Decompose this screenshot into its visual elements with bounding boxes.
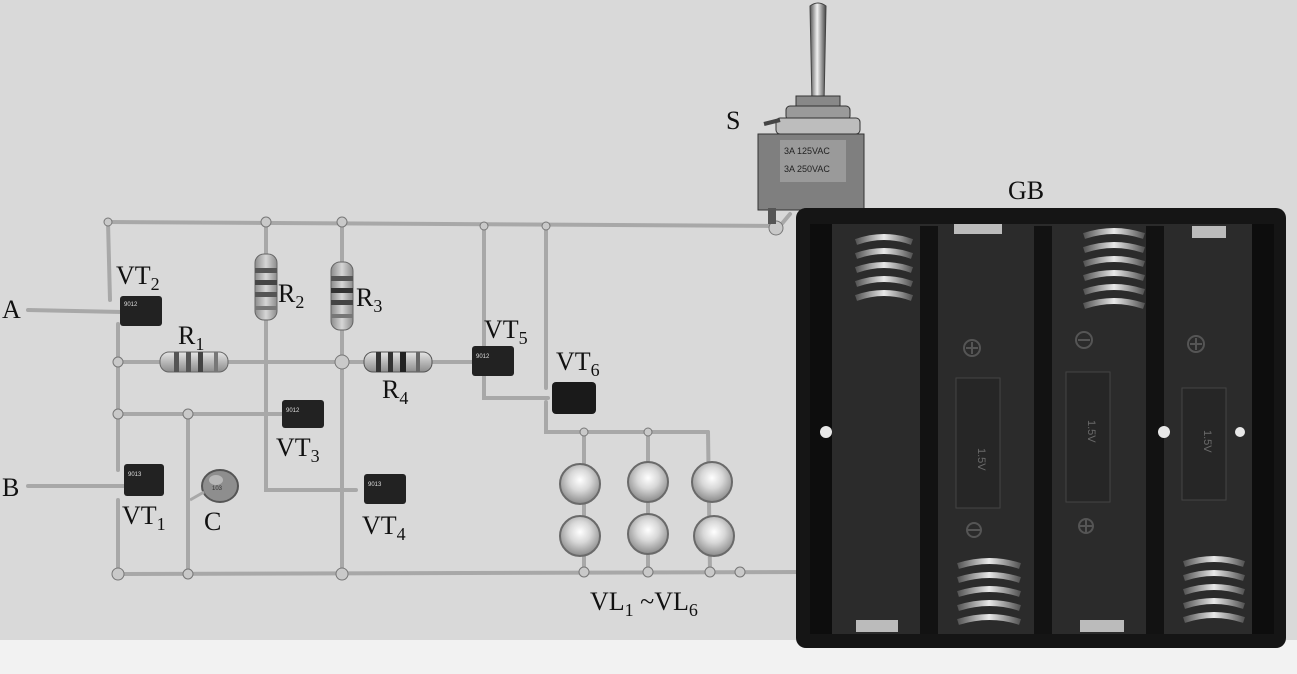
label-vt6: VT6 xyxy=(556,347,600,380)
cell-marking-2: 1.5V xyxy=(1085,420,1097,443)
joint xyxy=(541,221,551,231)
resistor-r4 xyxy=(363,351,433,373)
joint xyxy=(260,216,272,228)
vt5-emitter-wire xyxy=(482,372,550,400)
led xyxy=(691,461,733,503)
transistor-vt4: 9013 xyxy=(364,474,406,504)
labels: A B S GB C VT2 VT1 VT3 VT4 VT5 VT6 R1 R2… xyxy=(2,106,1044,620)
joint xyxy=(112,408,124,420)
label-a: A xyxy=(2,295,21,324)
joint xyxy=(336,216,348,228)
vt3-marking: 9012 xyxy=(286,408,300,414)
resistor-r2 xyxy=(254,253,278,321)
label-r4: R4 xyxy=(382,375,408,408)
label-vt3: VT3 xyxy=(276,433,320,466)
resistor-r3 xyxy=(330,261,354,331)
led xyxy=(559,515,601,557)
cell-marking-1: 1.5V xyxy=(975,448,987,471)
label-r1: R1 xyxy=(178,321,204,354)
springs-top xyxy=(854,228,1145,309)
label-r3: R3 xyxy=(356,283,382,316)
transistor-vt2: 9012 xyxy=(120,296,162,326)
joint xyxy=(182,568,194,580)
joint xyxy=(103,217,113,227)
vt4-marking: 9013 xyxy=(368,482,382,488)
led xyxy=(559,463,601,505)
joint xyxy=(111,567,125,581)
joint xyxy=(112,356,124,368)
vt5-marking: 9012 xyxy=(476,354,490,360)
label-vt5: VT5 xyxy=(484,315,528,348)
cap-marking: 103 xyxy=(212,486,223,492)
led xyxy=(627,461,669,503)
label-vt2: VT2 xyxy=(116,261,160,294)
vt2-marking: 9012 xyxy=(124,302,138,308)
transistor-vt3: 9012 xyxy=(282,400,324,428)
vt1-marking: 9013 xyxy=(128,472,142,478)
input-a-wire xyxy=(26,308,124,314)
led-array xyxy=(559,461,735,557)
transistor-vt1: 9013 xyxy=(124,464,164,496)
joint xyxy=(334,354,350,370)
label-gb: GB xyxy=(1008,176,1044,205)
top-rail-wire xyxy=(106,220,782,228)
transistor-vt5: 9012 xyxy=(472,346,514,376)
joint xyxy=(579,427,589,437)
switch-lever xyxy=(809,2,827,105)
joint xyxy=(578,566,590,578)
joint xyxy=(734,566,746,578)
transistor-vt6 xyxy=(552,382,596,414)
springs-bottom xyxy=(957,556,1245,625)
label-vl-range: VL1 ~VL6 xyxy=(590,587,698,620)
capacitor-c: 103 xyxy=(189,469,239,503)
label-r2: R2 xyxy=(278,279,304,312)
label-c: C xyxy=(204,507,221,536)
led xyxy=(627,513,669,555)
solder-joints xyxy=(103,216,784,581)
led-bus-wire xyxy=(544,400,710,434)
bottom-rail-wire xyxy=(116,570,810,576)
label-b: B xyxy=(2,473,19,502)
cell-marking-3: 1.5V xyxy=(1201,430,1213,453)
joint xyxy=(704,566,716,578)
joint xyxy=(335,567,349,581)
switch-marking-top: 3A 125VAC xyxy=(784,146,830,156)
label-vt1: VT1 xyxy=(122,501,166,534)
joint xyxy=(643,427,653,437)
battery-holder: 1.5V 1.5V 1.5V xyxy=(796,208,1286,648)
led xyxy=(693,515,735,557)
label-vt4: VT4 xyxy=(362,511,406,544)
left-vertical-wire xyxy=(106,220,112,302)
joint xyxy=(182,408,194,420)
label-s: S xyxy=(726,106,740,135)
joint xyxy=(642,566,654,578)
switch-marking-bottom: 3A 250VAC xyxy=(784,164,830,174)
resistor-r1 xyxy=(159,351,229,373)
joint xyxy=(479,221,489,231)
